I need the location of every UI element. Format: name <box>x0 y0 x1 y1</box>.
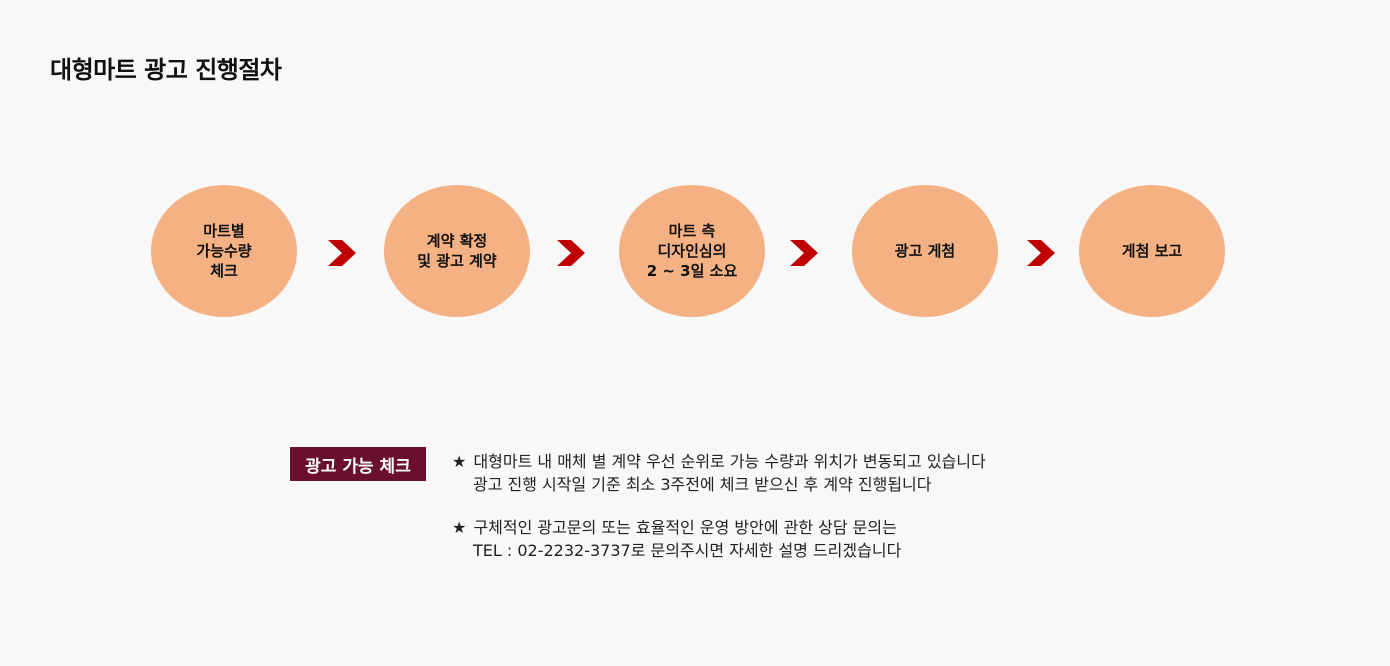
chevron-right-icon <box>1027 240 1055 266</box>
page-title: 대형마트 광고 진행절차 <box>50 56 282 84</box>
star-icon: ★ <box>452 452 467 471</box>
step-4-circle: 광고 게첨 <box>852 185 998 317</box>
note-text: 대형마트 내 매체 별 계약 우선 순위로 가능 수량과 위치가 변동되고 있습… <box>473 452 986 471</box>
star-icon: ★ <box>452 518 467 537</box>
step-3-circle: 마트 측 디자인심의 2 ~ 3일 소요 <box>619 185 765 317</box>
note-text: TEL : 02-2232-3737로 문의주시면 자세한 설명 드리겠습니다 <box>473 541 902 560</box>
notes-block: ★ 대형마트 내 매체 별 계약 우선 순위로 가능 수량과 위치가 변동되고 … <box>452 450 986 582</box>
chevron-right-icon <box>790 240 818 266</box>
step-5-circle: 게첨 보고 <box>1079 185 1225 317</box>
step-1-circle: 마트별 가능수량 체크 <box>151 185 297 317</box>
note-line: ★ 대형마트 내 매체 별 계약 우선 순위로 가능 수량과 위치가 변동되고 … <box>452 450 986 473</box>
note-text: 구체적인 광고문의 또는 효율적인 운영 방안에 관한 상담 문의는 <box>473 518 897 537</box>
note-text: 광고 진행 시작일 기준 최소 3주전에 체크 받으신 후 계약 진행됩니다 <box>473 475 932 494</box>
note-line: ★ 구체적인 광고문의 또는 효율적인 운영 방안에 관한 상담 문의는 <box>452 516 986 539</box>
chevron-right-icon <box>557 240 585 266</box>
ad-availability-badge: 광고 가능 체크 <box>290 447 426 481</box>
note-item: ★ 구체적인 광고문의 또는 효율적인 운영 방안에 관한 상담 문의는 TEL… <box>452 516 986 562</box>
step-2-circle: 계약 확정 및 광고 계약 <box>384 185 530 317</box>
chevron-right-icon <box>328 240 356 266</box>
note-item: ★ 대형마트 내 매체 별 계약 우선 순위로 가능 수량과 위치가 변동되고 … <box>452 450 986 496</box>
